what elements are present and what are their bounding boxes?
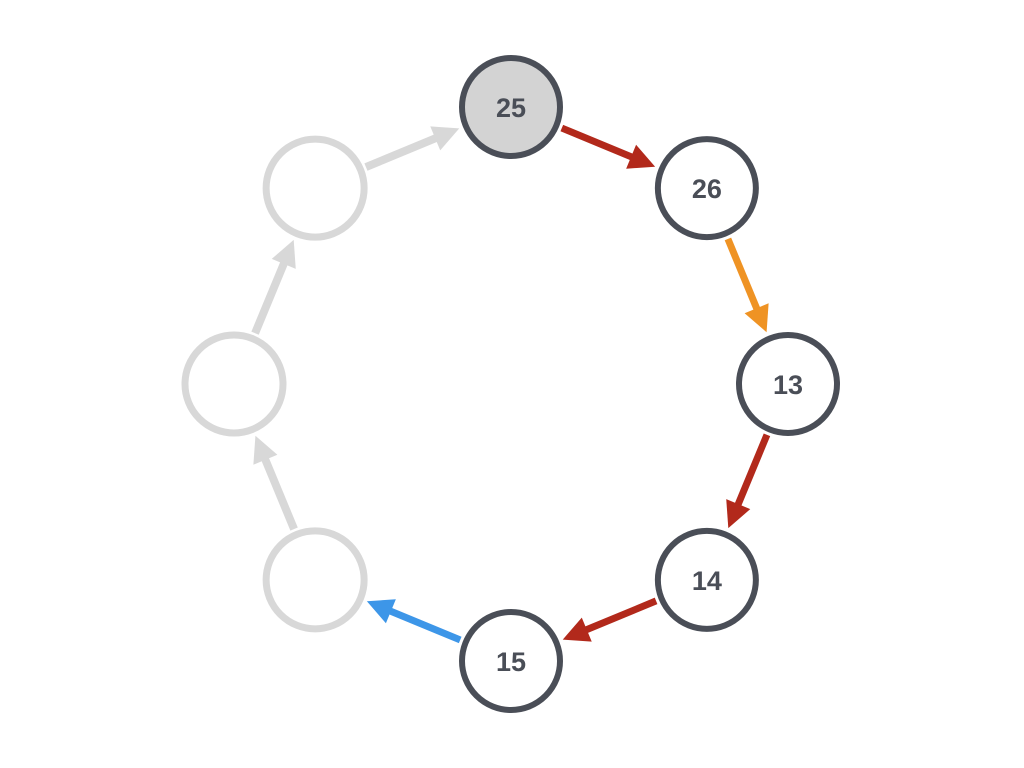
edge-shaft: [560, 124, 638, 162]
arrowhead-icon: [430, 126, 460, 151]
edge-25-to-26[interactable]: [560, 124, 656, 169]
arrowhead-icon: [271, 239, 296, 269]
node-15[interactable]: 15: [459, 609, 563, 713]
node-label: 13: [773, 370, 803, 400]
edge-x-to-x[interactable]: [253, 435, 298, 531]
edge-layer: [251, 124, 771, 644]
node-circle: [736, 332, 840, 436]
node-layer: 25 26 13 14 15: [181, 55, 840, 713]
arrowhead-icon: [744, 303, 769, 333]
node-circle: [181, 331, 287, 437]
node-circle: [459, 609, 563, 713]
node-26[interactable]: 26: [654, 136, 759, 241]
node-circle: [262, 527, 368, 633]
node-14[interactable]: 14: [654, 527, 759, 632]
edge-13-to-14[interactable]: [726, 433, 771, 529]
edge-shaft: [580, 597, 658, 635]
edge-shaft: [251, 257, 290, 335]
node-n6-empty[interactable]: [181, 331, 287, 437]
node-label: 14: [692, 566, 722, 596]
node-13[interactable]: 13: [736, 332, 840, 436]
node-25[interactable]: 25: [459, 55, 563, 159]
arrowhead-icon: [626, 144, 656, 169]
edge-shaft: [259, 453, 298, 531]
arrowhead-icon: [562, 617, 592, 642]
node-label: 26: [692, 174, 722, 204]
node-circle: [654, 136, 759, 241]
node-label: 15: [496, 647, 526, 677]
arrowhead-icon: [366, 599, 396, 624]
edge-26-to-13[interactable]: [724, 237, 769, 333]
edge-shaft: [384, 606, 462, 644]
edge-x-to-x[interactable]: [251, 239, 296, 335]
node-n5-empty[interactable]: [262, 527, 368, 633]
edge-shaft: [364, 132, 442, 171]
node-circle: [262, 135, 368, 241]
edge-15-to-x[interactable]: [366, 599, 462, 644]
edge-14-to-15[interactable]: [562, 597, 658, 642]
node-circle: [654, 527, 759, 632]
edge-shaft: [733, 433, 771, 511]
node-circle: [459, 55, 563, 159]
edge-x-to-25[interactable]: [364, 126, 460, 171]
arrowhead-icon: [253, 435, 278, 465]
node-n7-empty[interactable]: [262, 135, 368, 241]
arrowhead-icon: [726, 499, 751, 529]
edge-shaft: [724, 237, 762, 315]
node-label: 25: [496, 93, 526, 123]
